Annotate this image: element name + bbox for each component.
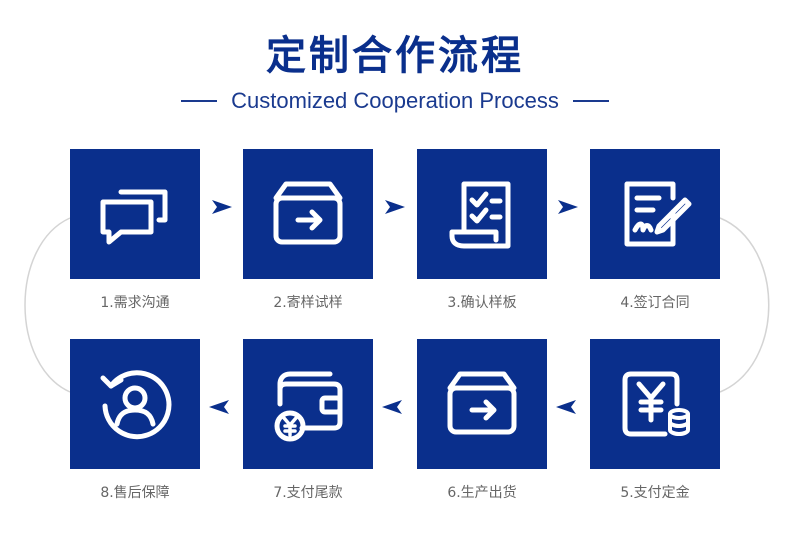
step-5-label: 5.支付定金 [620,485,690,501]
step-2-label: 2.寄样试样 [273,295,343,311]
checklist-document-icon [449,181,511,249]
user-refresh-icon [100,370,172,440]
step-7-card [243,339,373,469]
step-4-label: 4.签订合同 [620,295,690,311]
arrow-left-icon [207,397,231,417]
step-1-card [70,149,200,279]
subtitle-left-dash [181,100,218,102]
step-6-card [417,339,547,469]
page-subtitle: Customized Cooperation Process [231,88,559,113]
chat-bubbles-icon [100,189,168,245]
page-title: 定制合作流程 [266,33,524,79]
step-6-label: 6.生产出货 [447,485,517,501]
arrow-right-icon [383,197,407,217]
box-arrow-icon [273,181,343,245]
step-8-card [70,339,200,469]
wallet-yuan-icon [274,371,343,442]
subtitle-right-dash [572,100,609,102]
yuan-coins-icon [622,371,690,437]
arrow-right-icon [210,197,234,217]
step-7-label: 7.支付尾款 [273,485,343,501]
contract-sign-icon [624,181,692,247]
step-3-label: 3.确认样板 [447,295,517,311]
arrow-left-icon [380,397,404,417]
step-1-label: 1.需求沟通 [100,295,170,311]
step-2-card [243,149,373,279]
step-4-card [590,149,720,279]
step-5-card [590,339,720,469]
arrow-left-icon [554,397,578,417]
step-3-card [417,149,547,279]
subtitle-row: Customized Cooperation Process [0,86,790,116]
step-8-label: 8.售后保障 [100,485,170,501]
box-arrow-icon [447,371,517,435]
arrow-right-icon [556,197,580,217]
